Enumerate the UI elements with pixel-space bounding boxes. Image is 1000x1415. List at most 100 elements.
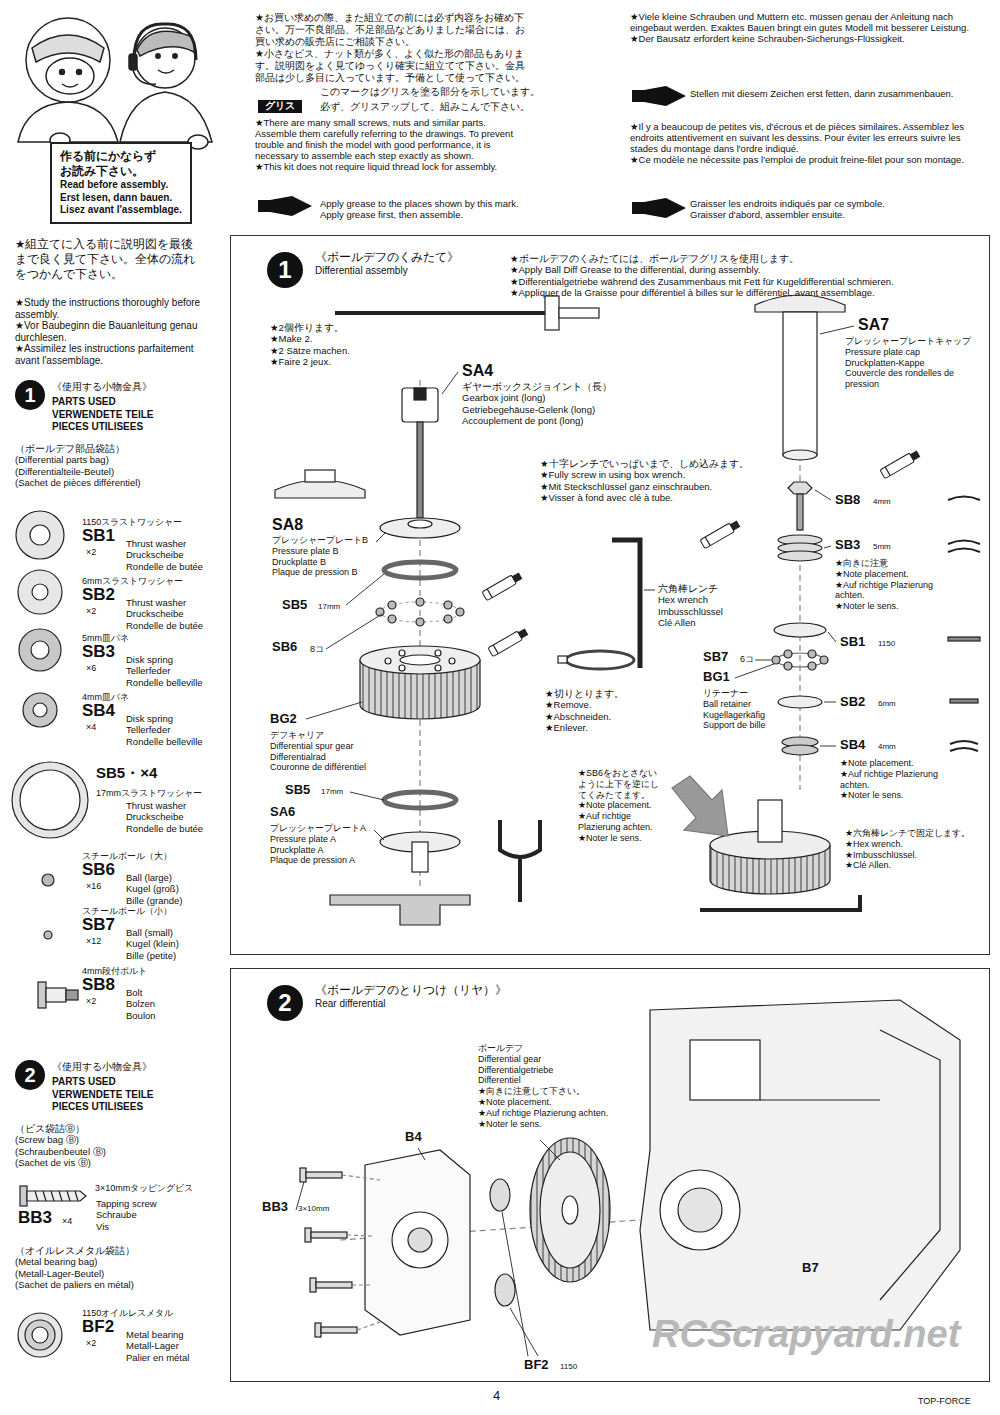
page-number: 4 [493,1388,500,1404]
step-number: 2 [267,985,303,1021]
label-text: (Sachet de paliers en métal) [15,1279,134,1290]
label-text: プレッシャープレートキャップ [845,336,985,347]
label-text: (Schraubenbeutel Ⓑ) [15,1146,106,1157]
label-text: ★Abschneiden. [545,711,611,722]
part-code: BF2 [82,1318,114,1337]
label-text: ★Note placement. [835,569,940,580]
label-text: Druckplatte A [270,845,324,856]
parts-icons [12,511,88,1357]
label-text: プレッシャープレートA [270,823,366,834]
part-code: SB6 [82,861,115,880]
label-text: プレッシャープレートB [272,535,368,546]
label-text: ★Noter le sens. [840,790,945,801]
label-text: ★Ce modèle ne nécessite pas l'emploi de … [630,155,985,166]
node-text-group: 《ボールデフのとりつけ（リヤ）》Rear differential [231,969,989,1011]
label-text: ★Remove. [545,699,592,710]
part-code: SB7 [703,650,728,665]
label-text: 《使用する小物金具》 [52,1061,152,1073]
part-code: SB4 [840,738,865,753]
label-text: Bolzen [126,998,155,1009]
part-code: SB8 [82,976,115,995]
label-text: リテーナー [703,688,748,699]
label-text: ×12 [86,936,101,947]
label-text: Thrust washer [126,538,186,549]
label-text: Bille (petite) [126,950,176,961]
label-text: Apply grease to the places shown by this… [320,198,519,209]
label-text: ★Vor Baubeginn die Bauanleitung genau du… [15,320,205,343]
label-text: ★Make 2. [270,333,312,344]
label-text: Gearbox joint (long) [462,392,545,403]
label-text: 17mm [318,602,340,612]
leader-line [296,1140,560,1356]
part-code: SB1 [840,635,865,650]
label-text: (Metal bearing bag) [15,1256,97,1267]
label-text: ×2 [86,1338,96,1349]
label-text: 4mm [873,497,891,507]
label-text: Vis [96,1221,109,1232]
label-text: Couronne de différentiel [270,762,366,773]
label-text: ×2 [86,606,96,617]
label-text: ★ボールデフのくみたてには、ボールデフグリスを使用します。 [510,253,980,264]
label-text: 1150 [560,1362,577,1372]
label-text: Disk spring [126,713,173,724]
part-code: SB3 [82,643,115,662]
step-number: 1 [15,380,45,410]
part-code: SB2 [840,695,865,710]
node-text-group: 2 [278,991,291,1015]
label-text: Tellerfeder [126,665,170,676]
label-text: Druckplatten-Kappe [845,358,985,369]
label-text: （ボールデフ部品袋詰） [15,443,125,454]
label-text: ★Auf richtige Plazierung achten. [578,811,666,833]
label-text: Disk spring [126,654,173,665]
label-text: デフキャリア [270,730,324,741]
label-text: Stellen mit diesem Zeichen erst fetten, … [690,88,985,99]
part-code: BG1 [703,670,730,685]
label-text: Metal bearing [126,1329,184,1340]
label-text: ★This kit does not require liquid thread… [255,162,527,173]
part-code: SB5 [282,598,307,613]
part-code: SB5 [285,783,310,798]
label-text: 6コ [740,654,754,665]
label-text: （ビス袋詰Ⓑ） [15,1123,85,1134]
label-text: Support de bille [703,720,766,731]
part-code: SA4 [462,362,493,380]
label-text: ★Appliquer de la Graisse pour différenti… [510,287,980,298]
label-text: ★Hex wrench. [845,839,975,850]
label-text: ★SB6をおとさないように上下を逆にしてくみたてます。 [578,768,666,800]
label-text: Pressure plate A [270,834,336,845]
sign-text: Lisez avant l'assemblage. [60,204,182,217]
label-text: ★向きに注意 [835,558,940,569]
label-text: ★Auf richtige Plazierung achten. [835,580,940,602]
part-code: SB8 [835,493,860,508]
label-text: Differentialrad [270,752,326,763]
part-code: SA6 [270,805,295,820]
label-text: PIECES UTILISEES [52,421,143,434]
label-text: Hex wrench [658,594,708,605]
label-text: ★Apply Ball Diff Grease to the different… [510,264,980,275]
label-text: Graisser les endroits indiqués par ce sy… [690,198,885,209]
label-text: ★Visser à fond avec clé à tube. [540,492,780,503]
label-text: Thrust washer [126,800,186,811]
part-code: BF2 [524,1358,549,1373]
sign-text: グリス [265,100,295,113]
step-number: 1 [267,252,303,288]
label-text: (Screw bag Ⓑ) [15,1134,79,1145]
node-text-group: 2 [24,1065,35,1085]
label-text: ギヤーボックスジョイント（長） [462,381,612,392]
label-text: PARTS USED [52,396,116,409]
label-text: Rondelle belleville [126,677,203,688]
gearbox-illustration [300,1000,960,1337]
label-text: ★Noter le sens. [835,601,940,612]
label-text: ★2 Sätze machen. [270,345,350,356]
sign-board: 作る前にかならず お読み下さい。Read before assembly.Ers… [50,142,192,224]
label-text: Druckplatte B [272,557,326,568]
label-text: VERWENDETE TEILE [52,409,154,422]
label-text: ★Assimilez les instructions parfaitement… [15,343,205,366]
label-text: (Differential parts bag) [15,454,109,465]
label-text: Ball (small) [126,927,173,938]
label-text: Druckscheibe [126,549,184,560]
label-text: (Sachet de pièces différentiel) [15,477,141,488]
step-number-text: 2 [278,991,291,1015]
label-text: ★Note placement. [478,1097,552,1108]
label-text: ★Imbusschlüssel. [845,850,975,861]
